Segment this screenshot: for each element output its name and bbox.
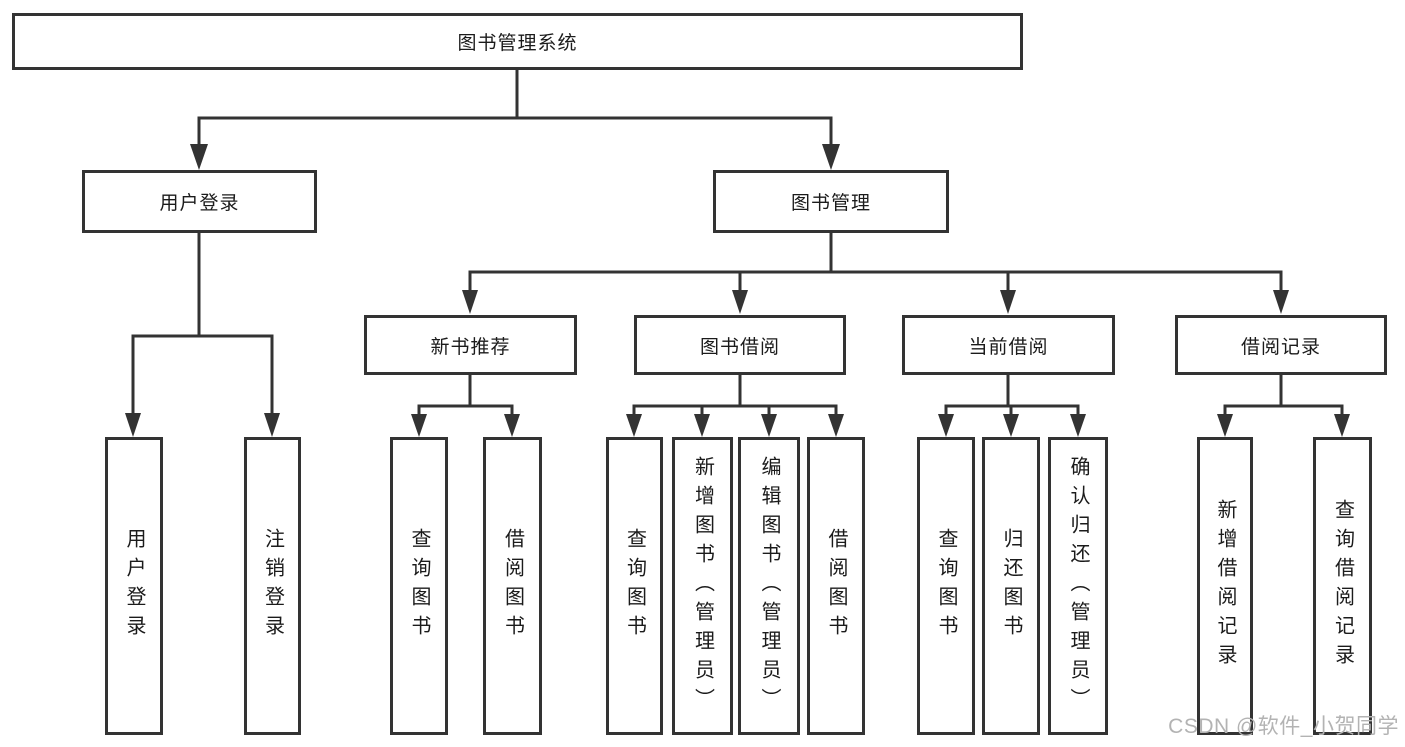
node-user-login-label: 用户登录	[159, 193, 240, 214]
leaf-query-books-recommend-label: 查询图书	[408, 528, 430, 644]
node-current-borrow-label: 当前借阅	[968, 336, 1049, 358]
node-book-management: 图书管理	[713, 170, 949, 233]
leaf-query-books-borrow-label: 查询图书	[623, 528, 646, 644]
leaf-user-login: 用户登录	[105, 437, 163, 735]
arrowhead-icon	[732, 290, 748, 314]
connector-root-to-level2	[190, 68, 840, 170]
connector-current-borrow-branch	[938, 373, 1086, 437]
node-root-label: 图书管理系统	[457, 33, 578, 54]
arrowhead-icon	[462, 290, 478, 314]
leaf-user-login-label: 用户登录	[123, 528, 145, 644]
leaf-edit-books-admin-label: 编辑图书（管理员）	[758, 455, 780, 717]
leaf-borrow-books-recommend-label: 借阅图书	[501, 528, 524, 644]
arrowhead-icon	[1000, 290, 1016, 314]
node-new-book-recommend-label: 新书推荐	[430, 336, 511, 358]
node-current-borrow: 当前借阅	[902, 315, 1115, 375]
leaf-add-borrow-record: 新增借阅记录	[1197, 437, 1253, 735]
node-book-borrow-label: 图书借阅	[699, 336, 780, 358]
leaf-query-borrow-record-label: 查询借阅记录	[1331, 499, 1354, 673]
leaf-add-books-admin-label: 新增图书（管理员）	[691, 455, 714, 717]
arrowhead-icon	[264, 413, 280, 437]
leaf-query-books-borrow: 查询图书	[606, 437, 663, 735]
arrowhead-icon	[1003, 414, 1019, 437]
leaf-edit-books-admin: 编辑图书（管理员）	[738, 437, 800, 735]
leaf-query-books-current-label: 查询图书	[935, 528, 957, 644]
arrowhead-icon	[761, 414, 777, 437]
node-book-management-label: 图书管理	[790, 193, 871, 214]
arrowhead-icon	[1217, 414, 1233, 437]
arrowhead-icon	[125, 413, 141, 437]
arrowhead-icon	[1070, 414, 1086, 437]
leaf-borrow-books-label: 借阅图书	[825, 528, 847, 644]
leaf-borrow-books: 借阅图书	[807, 437, 865, 735]
arrowhead-icon	[626, 414, 642, 437]
arrowhead-icon	[1334, 414, 1350, 437]
connector-book-borrow-branch	[626, 373, 844, 437]
leaf-confirm-return-admin: 确认归还（管理员）	[1048, 437, 1108, 735]
leaf-query-books-current: 查询图书	[917, 437, 975, 735]
leaf-borrow-books-recommend: 借阅图书	[483, 437, 542, 735]
arrowhead-icon	[938, 414, 954, 437]
node-root: 图书管理系统	[12, 13, 1023, 70]
leaf-query-borrow-record: 查询借阅记录	[1313, 437, 1372, 735]
arrowhead-icon	[1273, 290, 1289, 314]
leaf-logout: 注销登录	[244, 437, 301, 735]
connector-user-login-branch	[125, 231, 280, 437]
node-new-book-recommend: 新书推荐	[364, 315, 577, 375]
connector-new-book-branch	[411, 373, 520, 437]
leaf-logout-label: 注销登录	[261, 528, 284, 644]
leaf-return-books: 归还图书	[982, 437, 1040, 735]
node-book-borrow: 图书借阅	[634, 315, 846, 375]
node-user-login: 用户登录	[82, 170, 317, 233]
connector-borrow-records-branch	[1217, 373, 1350, 437]
arrowhead-icon	[828, 414, 844, 437]
leaf-add-borrow-record-label: 新增借阅记录	[1214, 499, 1236, 673]
csdn-watermark: CSDN @软件_小贺同学	[1168, 715, 1399, 738]
leaf-return-books-label: 归还图书	[1000, 528, 1022, 644]
arrowhead-icon	[822, 144, 840, 170]
leaf-add-books-admin: 新增图书（管理员）	[672, 437, 733, 735]
arrowhead-icon	[411, 414, 427, 437]
leaf-confirm-return-admin-label: 确认归还（管理员）	[1067, 455, 1089, 717]
connector-book-management-branch	[462, 231, 1289, 314]
node-borrow-records-label: 借阅记录	[1240, 336, 1321, 358]
arrowhead-icon	[190, 144, 208, 170]
leaf-query-books-recommend: 查询图书	[390, 437, 448, 735]
node-borrow-records: 借阅记录	[1175, 315, 1387, 375]
arrowhead-icon	[694, 414, 710, 437]
arrowhead-icon	[504, 414, 520, 437]
